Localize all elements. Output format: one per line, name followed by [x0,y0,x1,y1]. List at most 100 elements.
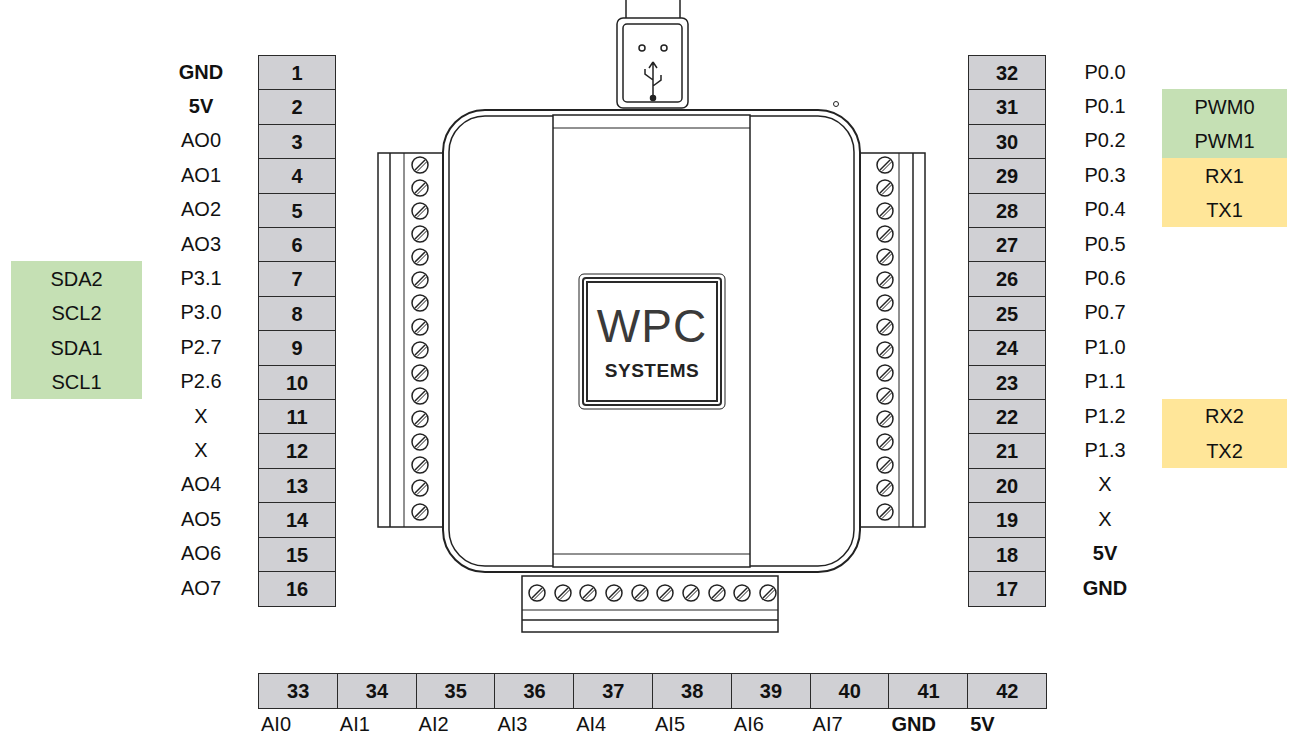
pin-number-box: 27 [968,227,1046,263]
pin-number: 5 [291,200,302,222]
function-name: PWM0 [1195,96,1255,118]
analog-input-name: 5V [970,707,1046,741]
pin-signal-name: AO5 [151,502,251,536]
pin-number-box: 30 [968,124,1046,160]
function-tag: TX1 [1162,193,1287,228]
pin-number-box: 15 [258,537,336,573]
brand-logo: WPC SYSTEMS [582,277,722,406]
pin-number: 30 [996,131,1018,153]
function-name: SCL1 [51,371,101,393]
pin-number-box: 23 [968,365,1046,401]
pin-signal-name: AO3 [151,227,251,261]
function-name: RX1 [1205,165,1244,187]
analog-input-name: AI5 [655,707,731,741]
pin-number: 16 [286,578,308,600]
pin-number-box: 41 [888,673,968,709]
pin-number-box: 35 [416,673,496,709]
pin-number: 41 [917,680,939,702]
function-tag: RX2 [1162,399,1287,434]
function-name: TX2 [1206,440,1243,462]
analog-input-name: AI6 [734,707,810,741]
pin-number-box: 18 [968,537,1046,573]
pin-number: 12 [286,440,308,462]
pin-number: 9 [291,337,302,359]
pin-number-box: 29 [968,158,1046,194]
function-name: RX2 [1205,405,1244,427]
pin-number-box: 34 [337,673,417,709]
logo-text: WPC [597,301,707,352]
pin-signal-name: AO7 [151,571,251,605]
pin-number-box: 26 [968,261,1046,297]
pin-number: 2 [291,96,302,118]
pin-signal-name: P1.0 [1055,330,1155,364]
pin-number: 22 [996,406,1018,428]
pin-number-box: 42 [967,673,1047,709]
function-tag: TX2 [1162,433,1287,468]
pin-number-box: 14 [258,502,336,538]
pin-number: 39 [760,680,782,702]
pin-signal-name: P0.1 [1055,89,1155,123]
pin-number: 29 [996,165,1018,187]
function-name: SDA2 [50,268,102,290]
function-tag: SDA1 [11,330,142,365]
pin-signal-name: X [151,433,251,467]
function-tag: SCL1 [11,365,142,400]
pin-number-box: 9 [258,330,336,366]
pin-number: 20 [996,475,1018,497]
analog-input-name: AI3 [497,707,573,741]
pin-signal-name: P2.6 [151,365,251,399]
pin-signal-name: AO0 [151,124,251,158]
pin-signal-name: P1.1 [1055,365,1155,399]
pin-number: 32 [996,62,1018,84]
pin-signal-name: 5V [1055,537,1155,571]
logo-text: SYSTEMS [605,361,699,382]
function-tag: RX1 [1162,158,1287,193]
pin-signal-name: GND [151,55,251,89]
pin-number-box: 33 [258,673,338,709]
pin-number-box: 3 [258,124,336,160]
pin-number: 26 [996,268,1018,290]
pin-number: 19 [996,509,1018,531]
pin-signal-name: AO1 [151,158,251,192]
pin-number: 27 [996,234,1018,256]
pin-number: 34 [366,680,388,702]
pin-number-box: 4 [258,158,336,194]
pin-number-box: 8 [258,296,336,332]
pin-number-box: 17 [968,571,1046,607]
analog-input-name: AI0 [261,707,337,741]
pin-number: 21 [996,440,1018,462]
pin-number: 15 [286,544,308,566]
pin-number-box: 6 [258,227,336,263]
pin-signal-name: X [1055,468,1155,502]
pin-number-box: 13 [258,468,336,504]
function-tag: PWM0 [1162,89,1287,124]
pin-number-box: 25 [968,296,1046,332]
pin-number-box: 10 [258,365,336,401]
pin-number-box: 32 [968,55,1046,91]
pin-number: 13 [286,475,308,497]
pin-number: 11 [286,406,307,428]
analog-input-name: AI2 [419,707,495,741]
pin-number: 36 [523,680,545,702]
pin-number-box: 22 [968,399,1046,435]
pin-number-box: 2 [258,89,336,125]
analog-input-name: AI4 [576,707,652,741]
pin-signal-name: P0.2 [1055,124,1155,158]
pin-signal-name: X [151,399,251,433]
pin-number-box: 39 [731,673,811,709]
analog-input-name: AI7 [813,707,889,741]
function-name: SCL2 [51,302,101,324]
pin-number: 8 [291,303,302,325]
pin-signal-name: X [1055,502,1155,536]
pin-number-box: 36 [494,673,574,709]
pin-number-box: 16 [258,571,336,607]
pin-number-box: 19 [968,502,1046,538]
pin-signal-name: P2.7 [151,330,251,364]
pin-number: 4 [291,165,302,187]
pin-signal-name: P0.6 [1055,261,1155,295]
pin-signal-name: P0.4 [1055,193,1155,227]
function-name: TX1 [1206,199,1243,221]
pin-number-box: 37 [573,673,653,709]
pin-number: 37 [602,680,624,702]
